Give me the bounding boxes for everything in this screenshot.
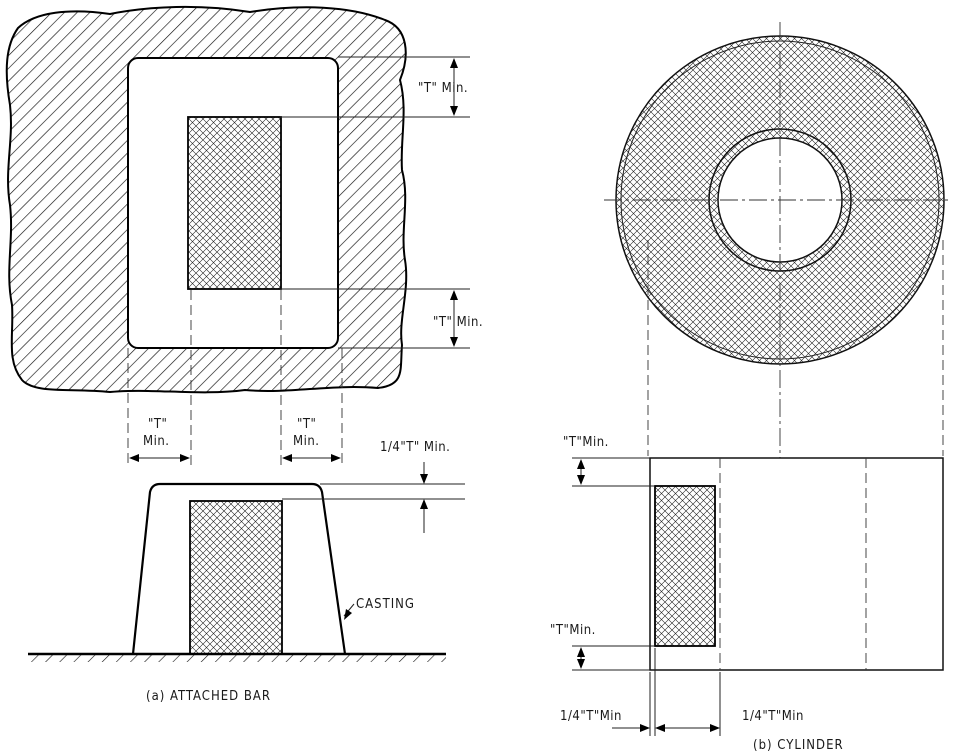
specimen-bar [654, 485, 716, 647]
dim-label-left-t: "T" [148, 417, 167, 432]
dim-label-b-top: "T"Min. [563, 435, 609, 450]
dim-label-b-quarter-right: 1/4"T"Min [742, 709, 804, 724]
caption-b: (b) CYLINDER [753, 738, 844, 753]
dim-label-b-bottom: "T"Min. [550, 623, 596, 638]
dim-label-b-quarter-left: 1/4"T"Min [560, 709, 622, 724]
test-bar-plan [187, 116, 282, 290]
dim-label-left-min: Min. [143, 434, 169, 449]
dim-label-mid-t: "T" [297, 417, 316, 432]
dim-label-top: "T" Min. [418, 81, 468, 96]
cylinder-elevation [649, 457, 944, 671]
test-bar-elevation [189, 500, 283, 655]
casting-label: CASTING [356, 597, 415, 612]
attached-bar-elevation [131, 482, 347, 655]
dim-label-quarter-t: 1/4"T" Min. [380, 440, 450, 455]
dim-label-mid-min: Min. [293, 434, 319, 449]
caption-a: (a) ATTACHED BAR [146, 689, 271, 704]
figure-b-cylinder: "T"Min. "T"Min. 1/4"T"Min 1/4"T"Min (b) … [550, 22, 952, 753]
dim-label-right: "T" Min. [433, 315, 483, 330]
figure-a-attached-bar: "T" Min. "T" Min. "T" Min. "T" Min. 1/4"… [5, 5, 483, 704]
